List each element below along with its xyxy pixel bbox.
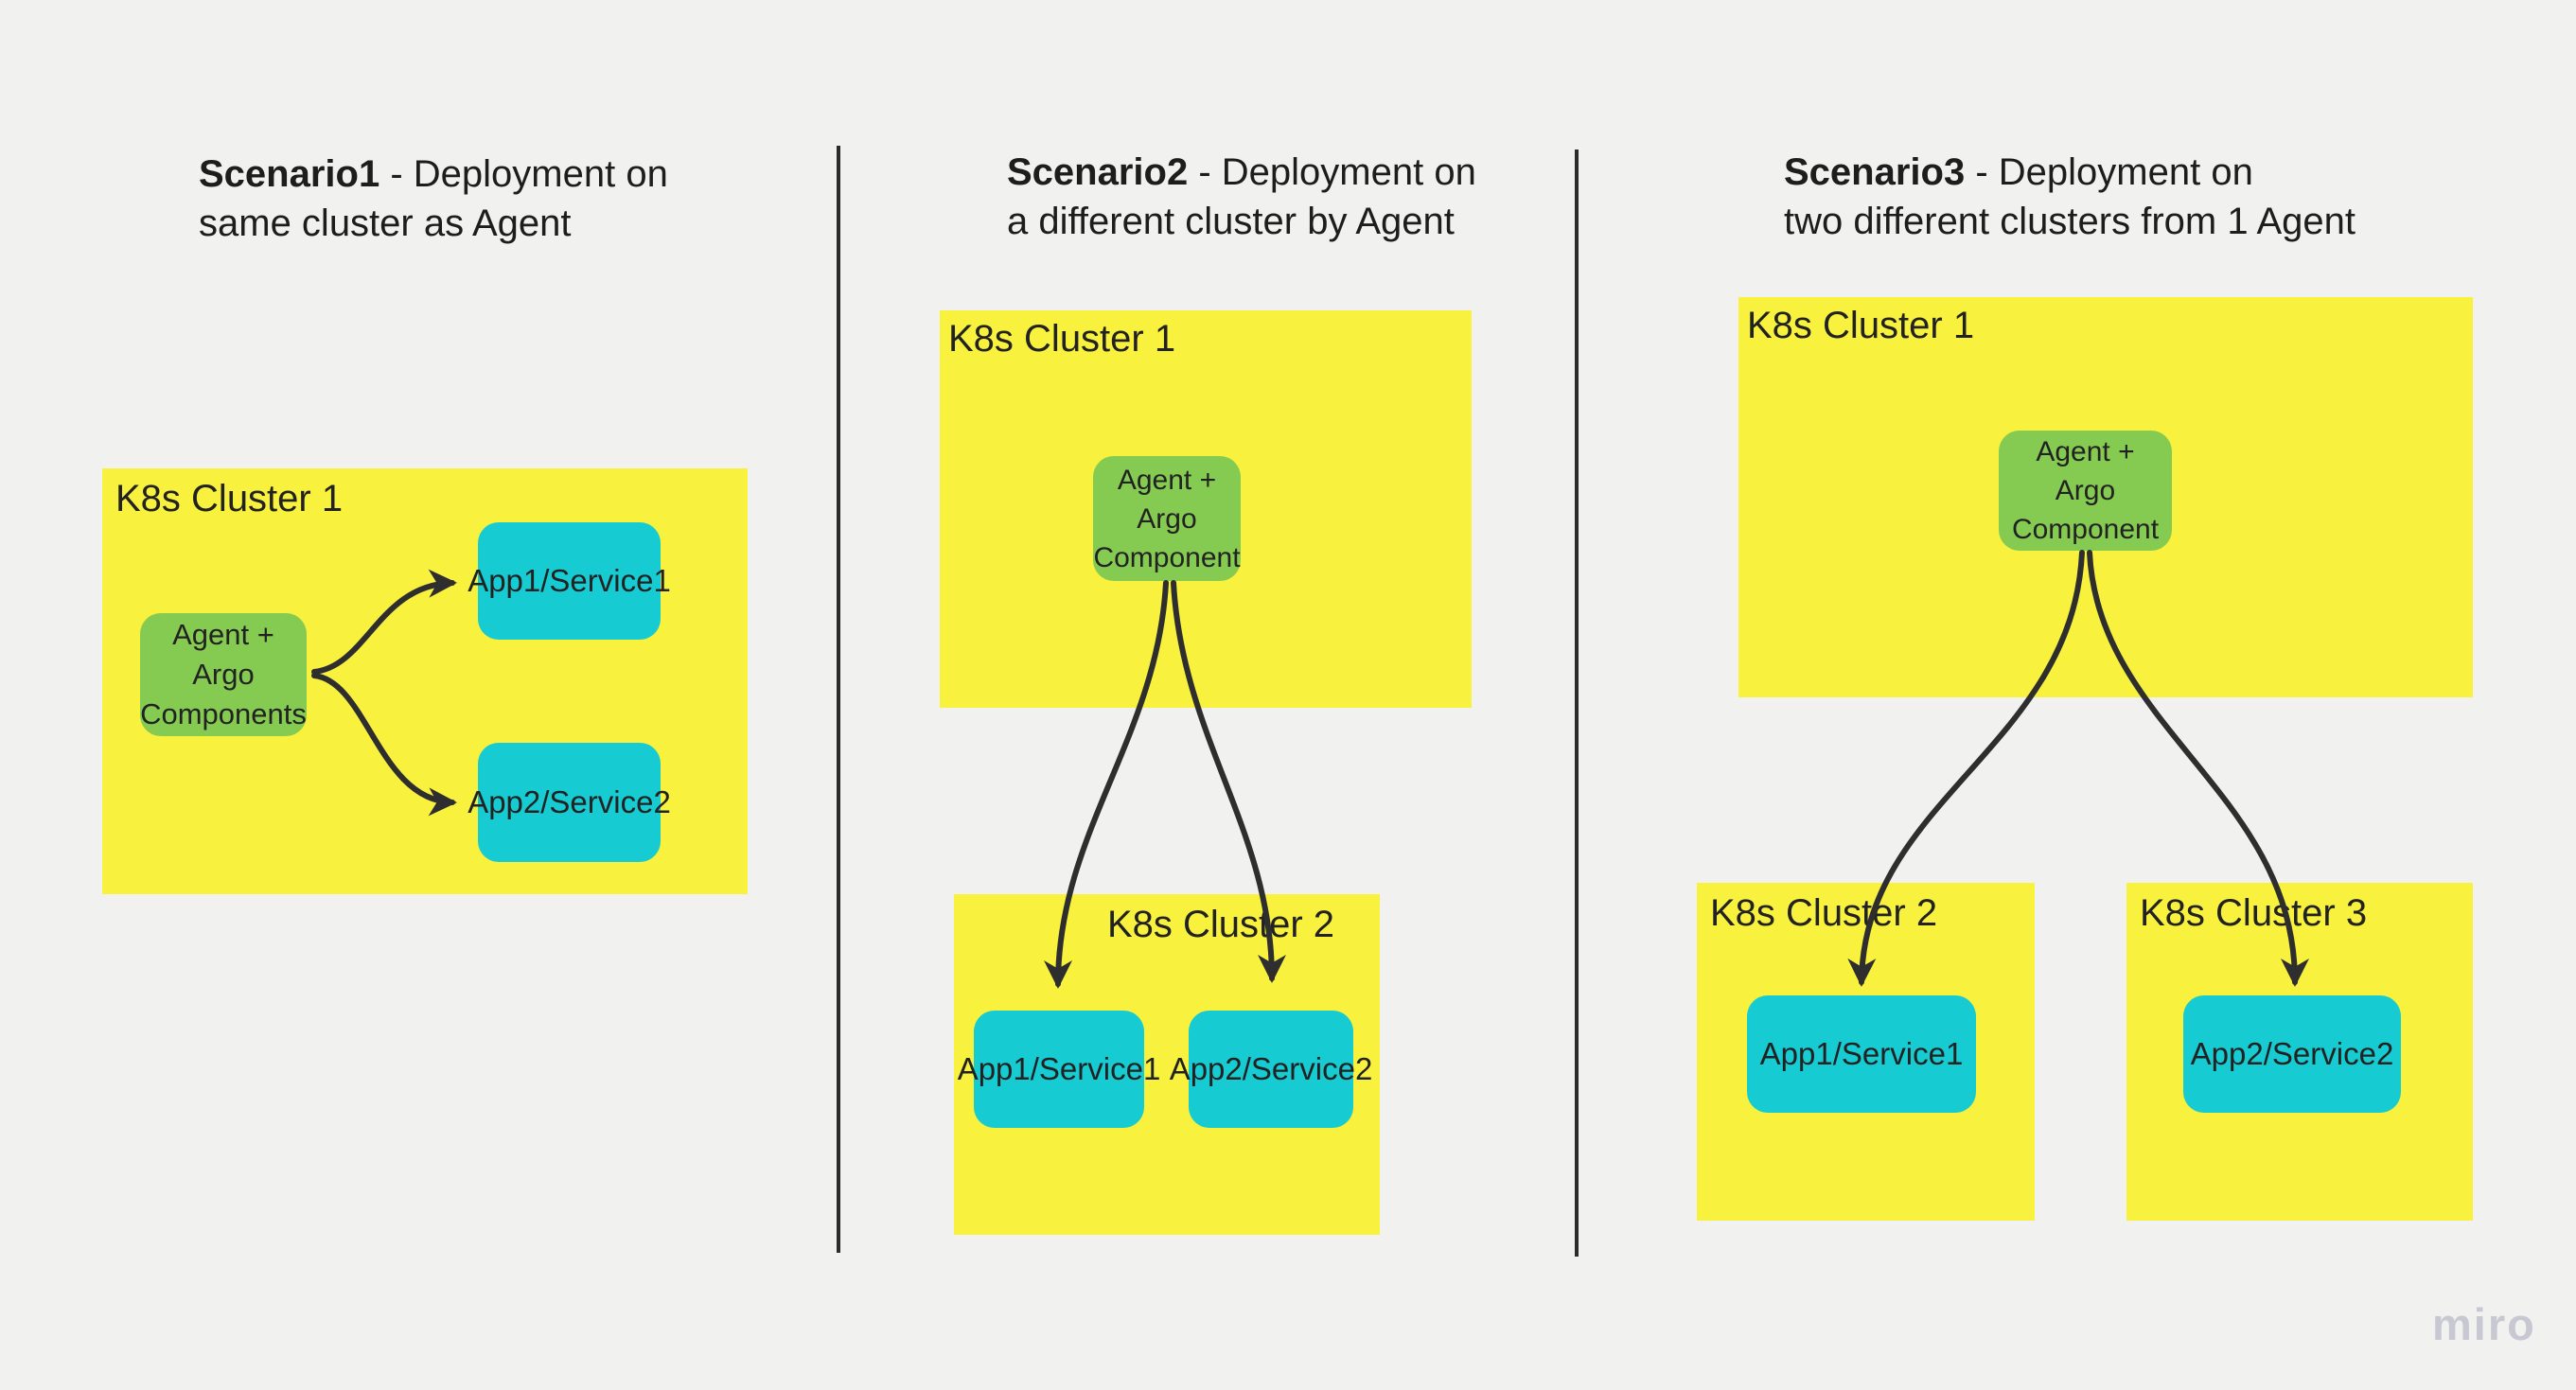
miro-logo: miro <box>2432 1299 2536 1349</box>
scenario2-cluster2-label: K8s Cluster 2 <box>1106 904 1335 945</box>
scenario3-app2-node: App2/Service2 <box>2183 995 2401 1113</box>
scenario3-cluster3-label: K8s Cluster 3 <box>2140 892 2368 934</box>
scenario2-title-line2: a different cluster by Agent <box>1007 201 1455 242</box>
scenario2-title: Scenario2 - Deployment on a different cl… <box>1007 148 1476 246</box>
scenario1-title: Scenario1 - Deployment on same cluster a… <box>199 150 668 248</box>
scenario3-title-line1: Scenario3 - Deployment on <box>1784 151 2253 193</box>
scenario3-agent-node: Agent + Argo Component <box>1999 431 2172 551</box>
scenario2-title-line1: Scenario2 - Deployment on <box>1007 151 1476 193</box>
scenario2-cluster1-label: K8s Cluster 1 <box>948 318 1176 360</box>
scenario1-title-line1: Scenario1 - Deployment on <box>199 153 668 195</box>
scenario3-app1-node: App1/Service1 <box>1747 995 1976 1113</box>
scenario2-app1-node: App1/Service1 <box>958 1011 1160 1128</box>
scenario3-title: Scenario3 - Deployment on two different … <box>1784 148 2355 246</box>
scenario1-title-line2: same cluster as Agent <box>199 202 572 244</box>
scenario2-app2-node: App2/Service2 <box>1170 1011 1372 1128</box>
scenario3-title-line2: two different clusters from 1 Agent <box>1784 201 2356 242</box>
scenario3-cluster1-label: K8s Cluster 1 <box>1747 305 1975 346</box>
section-divider-1 <box>837 146 840 1253</box>
scenario1-app1-node: App1/Service1 <box>468 522 671 640</box>
scenario1-app2-node: App2/Service2 <box>468 743 671 862</box>
scenario3-cluster2-label: K8s Cluster 2 <box>1710 892 1938 934</box>
scenario1-cluster1-label: K8s Cluster 1 <box>115 478 344 519</box>
scenario2-agent-node: Agent + Argo Component <box>1093 456 1241 581</box>
scenario1-agent-node: Agent + Argo Components <box>140 613 307 736</box>
section-divider-2 <box>1575 150 1579 1257</box>
